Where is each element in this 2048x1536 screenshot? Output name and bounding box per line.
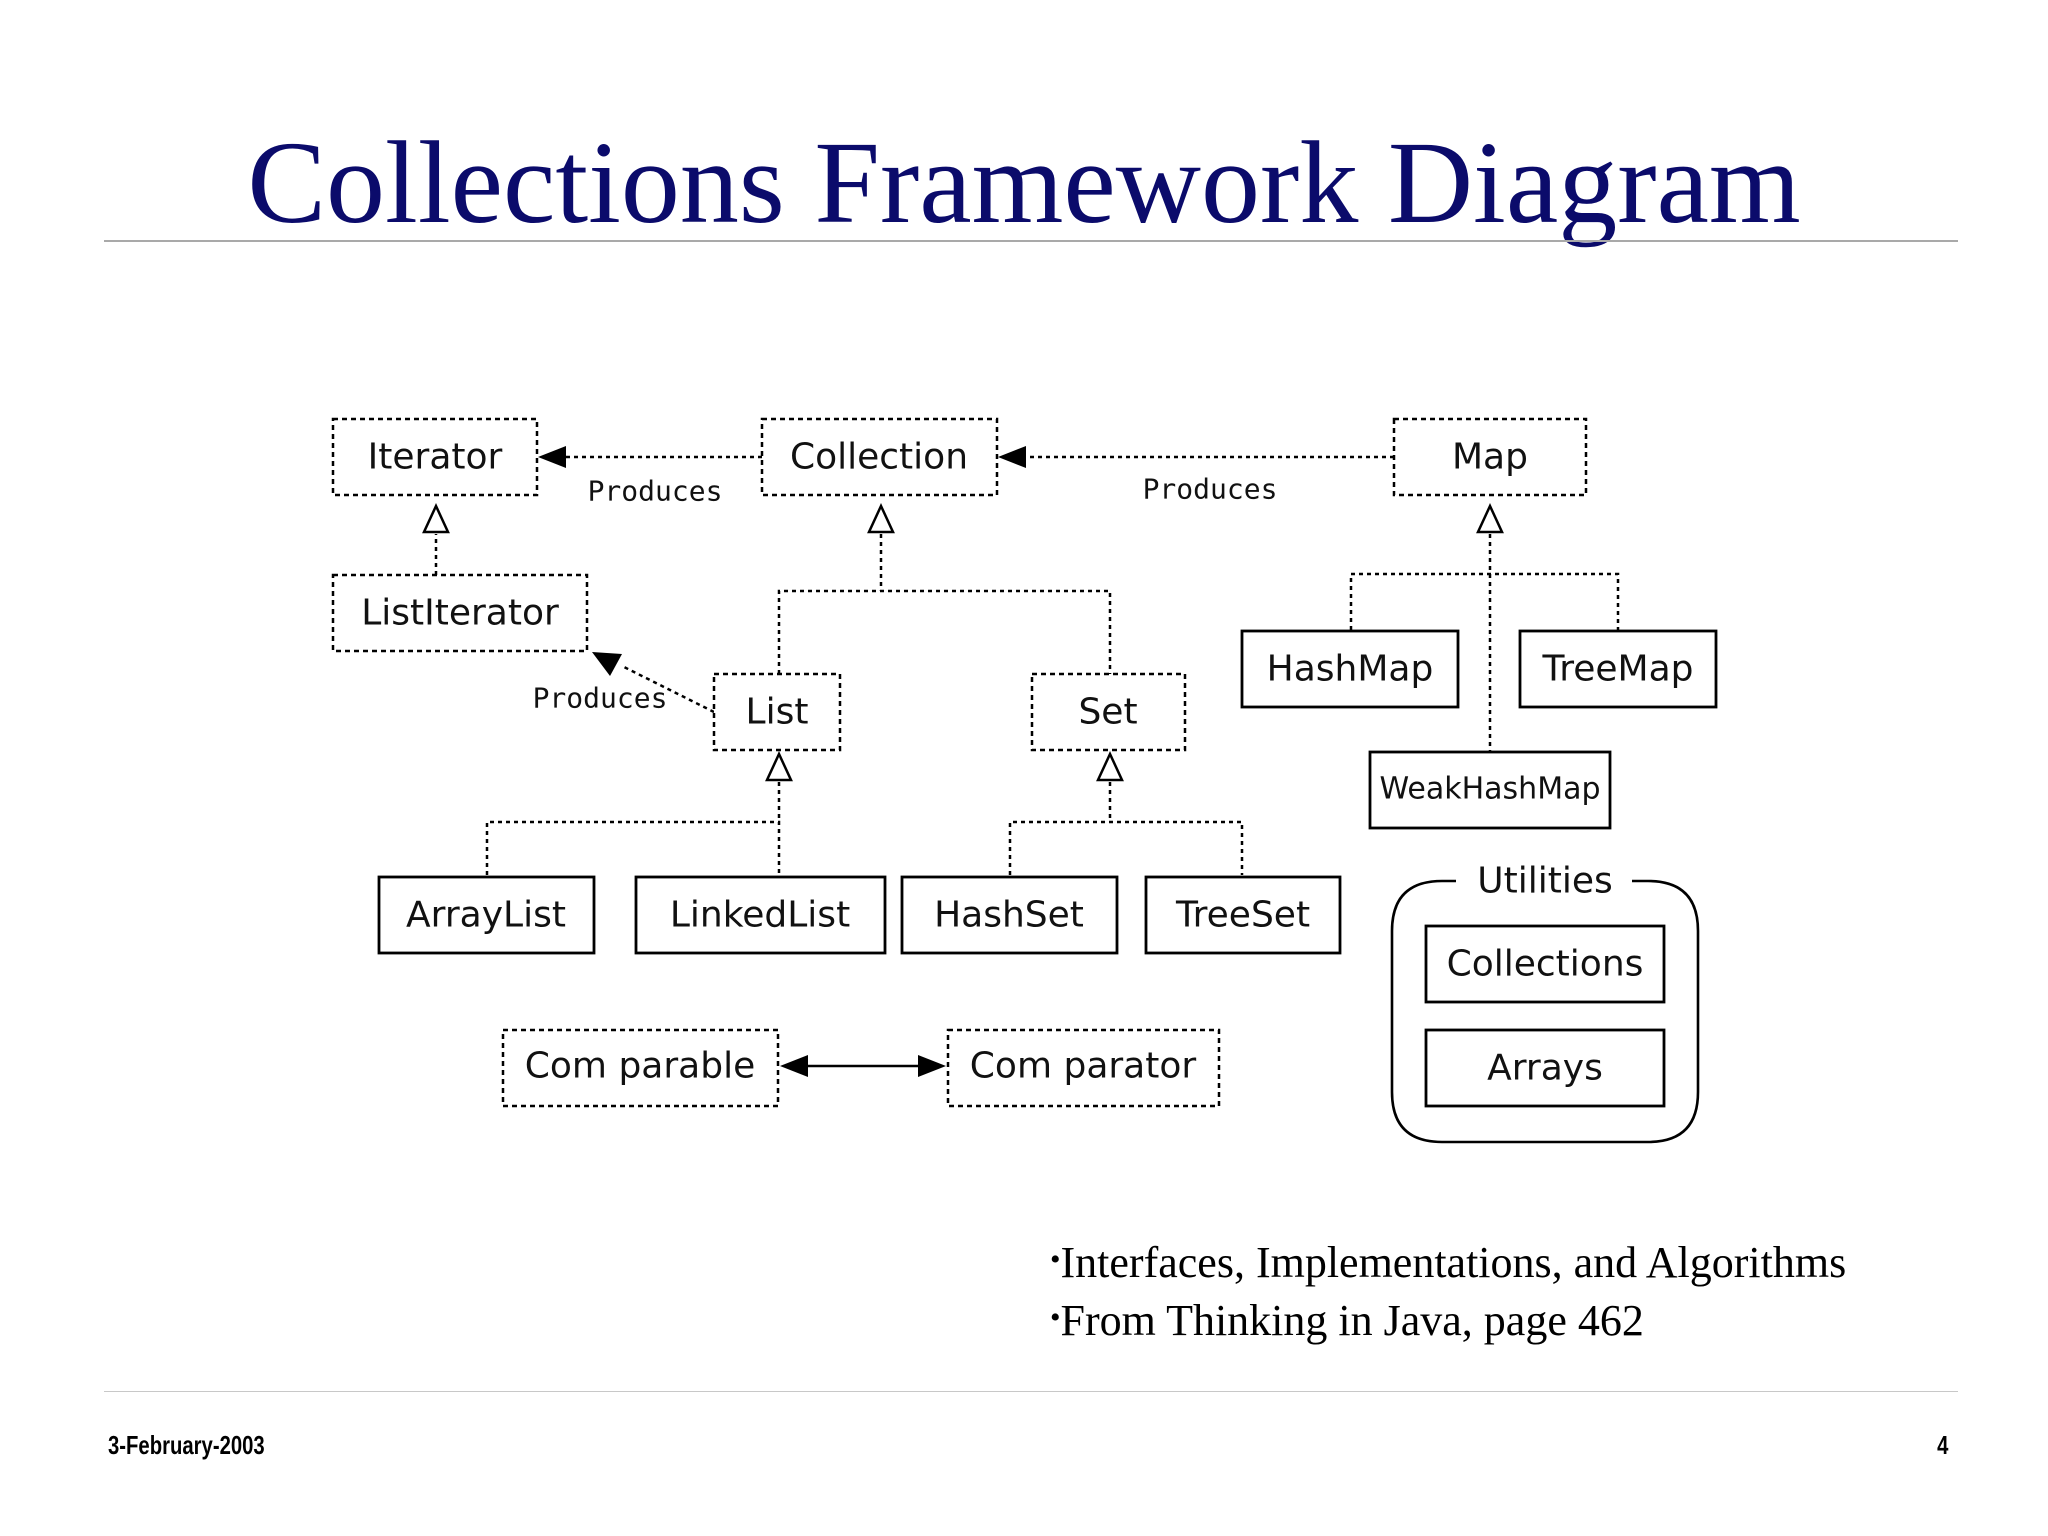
connector-list-set <box>777 589 1112 674</box>
arrowhead-listiterator <box>592 652 622 676</box>
node-iterator: Iterator <box>331 417 539 497</box>
node-map-label: Map <box>1452 437 1528 478</box>
node-treeset: TreeSet <box>1144 875 1342 955</box>
node-hashset-label: HashSet <box>934 895 1084 936</box>
arrowhead-iterator <box>538 446 566 468</box>
title-divider <box>104 240 1958 242</box>
node-comparable-label: Com parable <box>525 1046 755 1087</box>
inherit-triangle-collection <box>867 503 895 534</box>
utilities-group: Utilities Collections Arrays <box>1390 861 1700 1144</box>
inherit-triangle-map <box>1476 503 1504 534</box>
footer-divider <box>104 1391 1958 1392</box>
label-produces-iterator: Produces <box>588 475 723 508</box>
connector-hashmap-treemap <box>1349 572 1620 630</box>
node-listiterator-label: ListIterator <box>361 593 559 634</box>
footer-date: 3-February-2003 <box>108 1430 265 1460</box>
node-hashset: HashSet <box>900 875 1119 955</box>
label-produces-listiterator: Produces <box>533 682 668 715</box>
node-arraylist-label: ArrayList <box>406 895 566 936</box>
slide-notes: •Interfaces, Implementations, and Algori… <box>1050 1232 1846 1348</box>
node-comparable: Com parable <box>501 1028 780 1108</box>
page-number: 4 <box>1936 1430 1948 1460</box>
label-produces-collection: Produces <box>1143 473 1278 506</box>
node-collections-utility: Collections <box>1424 924 1666 1004</box>
node-arraylist: ArrayList <box>377 875 596 955</box>
bullet-marker: • <box>1050 1301 1061 1334</box>
node-linkedlist-label: LinkedList <box>670 895 850 936</box>
node-treemap-label: TreeMap <box>1542 649 1694 690</box>
note-text: From Thinking in Java, page 462 <box>1060 1296 1644 1345</box>
node-comparator-label: Com parator <box>970 1046 1197 1087</box>
node-weakhashmap: WeakHashMap <box>1368 750 1612 830</box>
inherit-triangle-set <box>1096 751 1124 782</box>
node-list-label: List <box>746 692 809 733</box>
node-treemap: TreeMap <box>1518 629 1718 709</box>
note-item: •Interfaces, Implementations, and Algori… <box>1050 1232 1846 1290</box>
bullet-marker: • <box>1050 1243 1061 1276</box>
note-text: Interfaces, Implementations, and Algorit… <box>1060 1238 1847 1287</box>
inherit-triangle-iterator <box>422 503 450 534</box>
node-map: Map <box>1392 417 1588 497</box>
connectors <box>422 446 1620 1077</box>
node-arrays-utility: Arrays <box>1424 1028 1666 1108</box>
slide-title: Collections Framework Diagram <box>247 117 1801 248</box>
node-collection: Collection <box>760 417 999 497</box>
node-set-label: Set <box>1078 692 1137 733</box>
node-set: Set <box>1030 672 1187 752</box>
arrowhead-collection <box>998 446 1026 468</box>
node-collection-label: Collection <box>790 437 968 478</box>
connector-arraylist-linkedlist <box>485 820 781 875</box>
connector-hashset-treeset <box>1008 820 1244 875</box>
node-collections-label: Collections <box>1447 944 1644 985</box>
node-list: List <box>712 672 842 752</box>
node-hashmap: HashMap <box>1240 629 1460 709</box>
utilities-label: Utilities <box>1477 861 1613 902</box>
node-iterator-label: Iterator <box>368 437 503 478</box>
connector-list-listiterator <box>621 664 715 714</box>
node-hashmap-label: HashMap <box>1267 649 1434 690</box>
node-listiterator: ListIterator <box>331 573 589 653</box>
node-weakhashmap-label: WeakHashMap <box>1379 772 1600 807</box>
inherit-triangle-list <box>765 751 793 782</box>
node-arrays-label: Arrays <box>1487 1048 1603 1089</box>
node-linkedlist: LinkedList <box>634 875 887 955</box>
note-item: •From Thinking in Java, page 462 <box>1050 1290 1846 1348</box>
utilities-frame <box>1390 879 1700 1144</box>
node-comparator: Com parator <box>946 1028 1221 1108</box>
node-treeset-label: TreeSet <box>1175 895 1310 936</box>
arrowhead-comparable <box>780 1055 808 1077</box>
arrowhead-comparator <box>918 1055 946 1077</box>
